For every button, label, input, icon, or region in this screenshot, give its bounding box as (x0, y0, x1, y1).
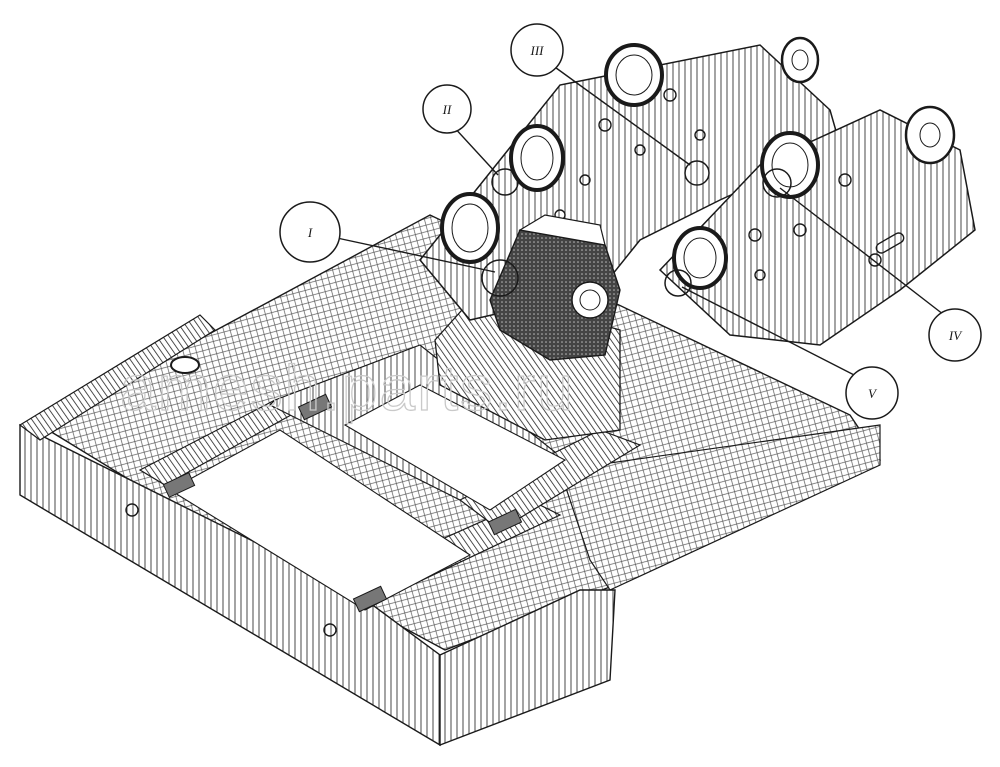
left-rear-wall (18, 314, 216, 441)
filler-cap (170, 356, 200, 374)
bearing-clamp-4 (760, 131, 820, 199)
bearing-clamp-5 (672, 226, 728, 290)
detail-circles (481, 160, 792, 297)
callout-label-IV: IV (948, 328, 963, 343)
callout-V: V (845, 366, 899, 420)
callout-IV: IV (928, 308, 982, 362)
callout-leaders (336, 64, 949, 379)
bearing-block (489, 214, 621, 361)
longitudinal-beam (458, 429, 642, 531)
callout-label-III: III (530, 43, 545, 58)
rear-mount-ear (780, 36, 956, 165)
right-deck-strip (559, 424, 881, 591)
mount-pads (162, 393, 523, 613)
frame-opening-left (168, 429, 472, 611)
frame-opening-center (343, 384, 567, 511)
callout-label-V: V (868, 386, 878, 401)
callout-label-II: II (442, 102, 452, 117)
bearing-clamp-3 (604, 43, 664, 107)
bearing-clamp-2 (509, 124, 565, 192)
callout-I: I (279, 201, 341, 263)
callout-label-I: I (307, 225, 313, 240)
callout-III: III (510, 23, 564, 77)
callout-II: II (422, 84, 472, 134)
front-frame-wall (439, 589, 616, 747)
watermark-text: amesh.parts.ru (120, 352, 575, 424)
bearing-clamp-1 (440, 192, 500, 264)
